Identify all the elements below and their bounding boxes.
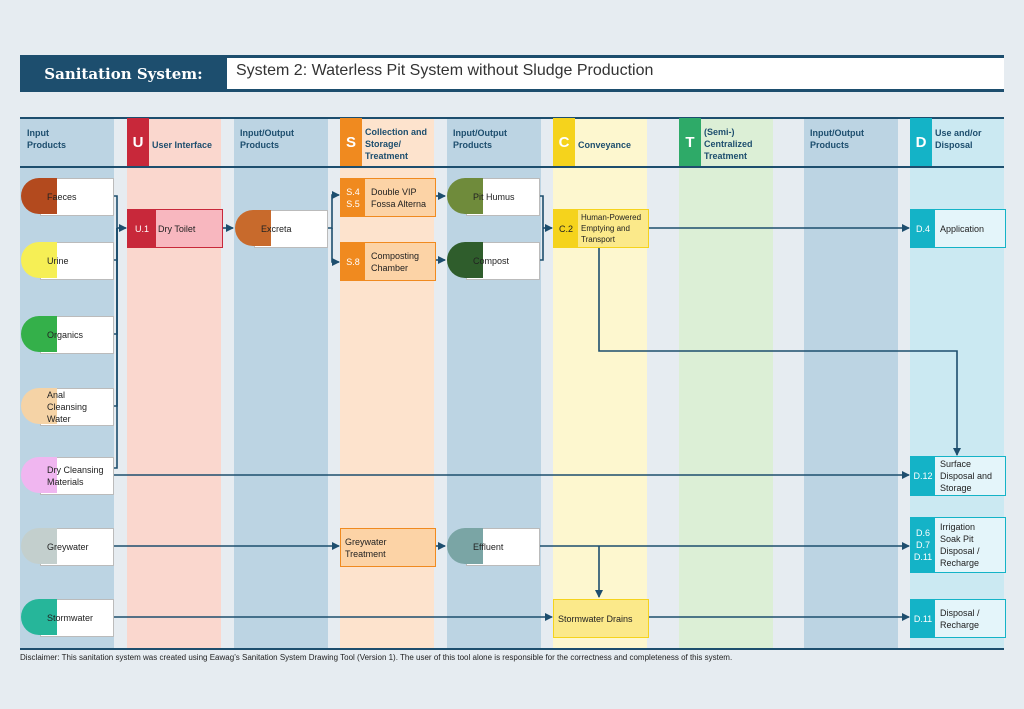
- pit-humus-cap: [447, 178, 483, 214]
- header-input-products: Input Products: [27, 128, 67, 150]
- disposal-letter: D: [910, 118, 932, 166]
- irrigation-box: D.6 D.7 D.11 Irrigation Soak Pit Disposa…: [910, 517, 1006, 573]
- dry-toilet-code: U.1: [128, 210, 156, 247]
- footer-line: [20, 648, 1004, 650]
- composting-chamber-box: S.8 Composting Chamber: [340, 242, 436, 281]
- column-io-products-1: [234, 118, 328, 648]
- input-stormwater: Stormwater: [21, 599, 114, 637]
- input-greywater: Greywater: [21, 528, 114, 566]
- greywater-cap: [21, 528, 57, 564]
- user-interface-letter: U: [127, 118, 149, 166]
- human-powered-label: Human-Powered Emptying and Transport: [581, 213, 642, 244]
- header-user-interface: User Interface: [152, 140, 213, 150]
- header-io-products-3: Input/Output Products: [810, 128, 864, 150]
- dry-toilet-label: Dry Toilet: [158, 223, 196, 234]
- column-conveyance: [553, 118, 647, 648]
- collection-letter: S: [340, 118, 362, 166]
- irrigation-code: D.6 D.7 D.11: [911, 518, 935, 572]
- anal-cleansing-cap: [21, 388, 57, 424]
- product-excreta: Excreta: [235, 210, 328, 248]
- product-pit-humus: Pit Humus: [447, 178, 540, 216]
- input-dry-cleansing-materials: Dry Cleansing Materials: [21, 457, 114, 495]
- stormwater-drains-box: Stormwater Drains: [553, 599, 649, 638]
- human-powered-code: C.2: [554, 210, 578, 247]
- dry-toilet-box: U.1 Dry Toilet: [127, 209, 223, 248]
- application-box: D.4 Application: [910, 209, 1006, 248]
- compost-cap: [447, 242, 483, 278]
- title-label: Sanitation System:: [20, 55, 227, 92]
- double-vip-label: Double VIP Fossa Alterna: [371, 186, 427, 209]
- treatment-letter: T: [679, 118, 701, 166]
- disposal-recharge-label: Disposal / Recharge: [940, 607, 980, 630]
- surface-disposal-code: D.12: [911, 457, 935, 495]
- double-vip-box: S.4 S.5 Double VIP Fossa Alterna: [340, 178, 436, 217]
- surface-disposal-label: Surface Disposal and Storage: [940, 459, 993, 493]
- input-anal-cleansing-water: Anal Cleansing Water: [21, 388, 114, 426]
- greywater-treatment-label: Greywater Treatment: [345, 536, 387, 559]
- stormwater-cap: [21, 599, 57, 635]
- page-title: System 2: Waterless Pit System without S…: [236, 62, 654, 79]
- input-urine: Urine: [21, 242, 114, 280]
- stormwater-drains-label: Stormwater Drains: [558, 613, 633, 624]
- header-collection: Collection and Storage/ Treatment: [365, 127, 428, 161]
- header-conveyance: Conveyance: [578, 140, 632, 150]
- product-compost: Compost: [447, 242, 540, 280]
- header-bottom-line: [20, 166, 1004, 168]
- urine-cap: [21, 242, 57, 278]
- application-code: D.4: [911, 210, 935, 247]
- surface-disposal-box: D.12 Surface Disposal and Storage: [910, 456, 1006, 496]
- effluent-cap: [447, 528, 483, 564]
- header-io-products-2: Input/Output Products: [453, 128, 507, 150]
- input-faeces: Faeces: [21, 178, 114, 216]
- double-vip-code: S.4 S.5: [341, 179, 365, 216]
- composting-chamber-label: Composting Chamber: [371, 250, 420, 273]
- greywater-treatment-box: Greywater Treatment: [340, 528, 436, 567]
- faeces-cap: [21, 178, 57, 214]
- column-treatment: [679, 118, 773, 648]
- header-top-line: [20, 117, 1004, 119]
- composting-chamber-code: S.8: [341, 243, 365, 280]
- dry-cleansing-cap: [21, 457, 57, 493]
- column-io-products-3: [804, 118, 898, 648]
- irrigation-label: Irrigation Soak Pit Disposal / Recharge: [940, 522, 980, 568]
- application-label: Application: [940, 223, 985, 234]
- header-disposal: Use and/or Disposal: [935, 128, 982, 150]
- organics-cap: [21, 316, 57, 352]
- conveyance-letter: C: [553, 118, 575, 166]
- disposal-recharge-code: D.11: [911, 600, 935, 637]
- disclaimer: Disclaimer: This sanitation system was c…: [20, 653, 733, 662]
- header-treatment: (Semi-) Centralized Treatment: [704, 127, 753, 161]
- excreta-cap: [235, 210, 271, 246]
- product-effluent: Effluent: [447, 528, 540, 566]
- human-powered-box: C.2 Human-Powered Emptying and Transport: [553, 209, 649, 248]
- disposal-recharge-box: D.11 Disposal / Recharge: [910, 599, 1006, 638]
- input-organics: Organics: [21, 316, 114, 354]
- column-user-interface: [127, 118, 221, 648]
- header-io-products-1: Input/Output Products: [240, 128, 294, 150]
